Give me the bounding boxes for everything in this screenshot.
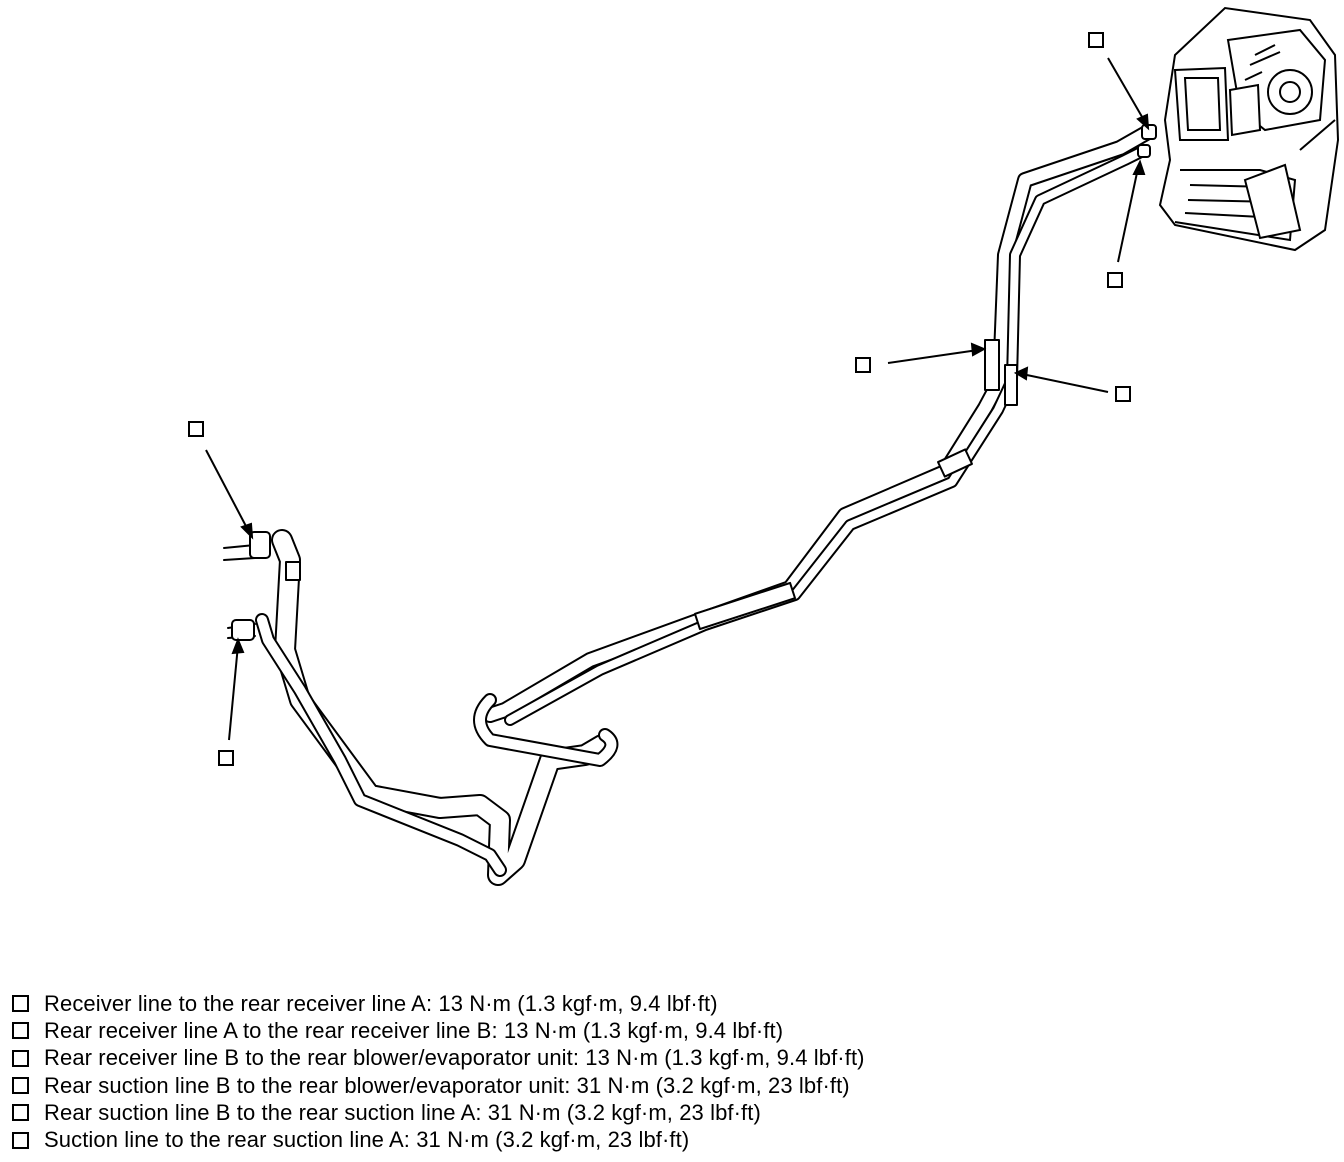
leader-arrow bbox=[1107, 57, 1146, 123]
suction-line bbox=[271, 529, 613, 886]
leader-arrow bbox=[887, 349, 979, 364]
leader-arrow bbox=[1117, 167, 1139, 263]
legend-item: Suction line to the rear suction line A:… bbox=[12, 1126, 1332, 1153]
legend-item: Rear receiver line B to the rear blower/… bbox=[12, 1045, 1332, 1072]
checkbox-icon bbox=[12, 1049, 29, 1067]
rear-line-b bbox=[504, 144, 1151, 726]
legend-text: Rear receiver line A to the rear receive… bbox=[44, 1017, 784, 1043]
checkbox-icon bbox=[12, 1104, 29, 1122]
checkbox-icon bbox=[12, 1131, 29, 1149]
legend-item: Rear suction line B to the rear suction … bbox=[12, 1099, 1332, 1126]
leader-arrow bbox=[1021, 373, 1109, 393]
legend-text: Rear suction line B to the rear blower/e… bbox=[44, 1072, 850, 1098]
callout-box-suction-joint bbox=[218, 750, 234, 766]
legend-text: Receiver line to the rear receiver line … bbox=[44, 990, 718, 1016]
ac-line-diagram bbox=[188, 6, 1340, 886]
legend-text: Rear suction line B to the rear suction … bbox=[44, 1099, 761, 1125]
callout-box-unit-top bbox=[1088, 32, 1104, 48]
rear-line-a bbox=[482, 124, 1156, 723]
callout-box-suction-a-b bbox=[1115, 386, 1131, 402]
callout-box-line-a-b bbox=[855, 357, 871, 373]
legend-text: Suction line to the rear suction line A:… bbox=[44, 1127, 690, 1153]
legend-item: Receiver line to the rear receiver line … bbox=[12, 990, 1332, 1017]
checkbox-icon bbox=[12, 995, 29, 1013]
legend-item: Rear suction line B to the rear blower/e… bbox=[12, 1072, 1332, 1099]
legend-text: Rear receiver line B to the rear blower/… bbox=[44, 1045, 865, 1071]
torque-legend: Receiver line to the rear receiver line … bbox=[12, 990, 1332, 1154]
checkbox-icon bbox=[12, 1022, 29, 1040]
leader-arrow bbox=[205, 449, 249, 531]
rear-blower-evaporator-unit bbox=[1158, 6, 1340, 252]
leader-arrow bbox=[228, 644, 239, 741]
callout-box-unit-bottom bbox=[1107, 272, 1123, 288]
legend-item: Rear receiver line A to the rear receive… bbox=[12, 1017, 1332, 1044]
refrigerant-lines-illustration bbox=[205, 6, 1340, 886]
callout-box-receiver-joint bbox=[188, 421, 204, 437]
checkbox-icon bbox=[12, 1077, 29, 1095]
